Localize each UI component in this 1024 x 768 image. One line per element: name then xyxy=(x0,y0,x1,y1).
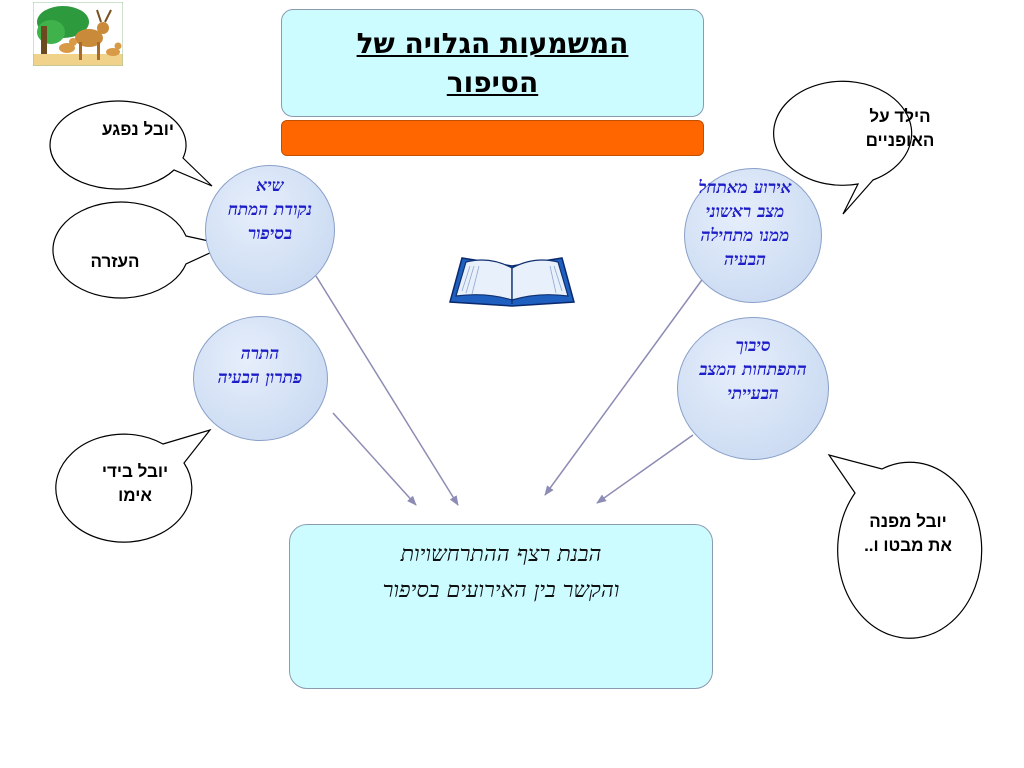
circle-climax-line2: נקודת המתח xyxy=(227,200,313,220)
circle-climax-line1: שיא xyxy=(256,176,284,196)
accent-bar xyxy=(281,120,704,156)
circle-resolution xyxy=(193,316,328,441)
circle-inciting-line2: מצב ראשוני xyxy=(705,202,785,222)
bubble-turns-gaze-line1: יובל מפנה xyxy=(869,512,947,531)
arrow-climax xyxy=(315,275,459,506)
arrow-resolution xyxy=(332,412,417,506)
arrow-complication xyxy=(596,434,694,504)
bubble-help-label: העזרה xyxy=(90,252,140,271)
circle-inciting xyxy=(684,168,822,303)
bubble-mother-arms-line1: יובל בידי xyxy=(101,462,169,481)
circle-complication-text: סיבוך התפתחות המצב הבעייתי xyxy=(670,334,836,406)
circle-climax-text: שיא נקודת המתח בסיפור xyxy=(200,174,340,246)
bubble-help-shape xyxy=(52,201,229,299)
bubble-turns-gaze-shape xyxy=(827,454,983,639)
summary-line1: הבנת רצף ההתרחשויות xyxy=(400,542,602,567)
bubble-boy-bike-line1: הילד על xyxy=(869,107,931,126)
deer-family-icon xyxy=(33,2,123,66)
summary-text: הבנת רצף ההתרחשויות והקשר בין האירועים ב… xyxy=(290,537,712,609)
circle-complication xyxy=(677,317,829,460)
arrow-inciting xyxy=(544,272,708,496)
circle-inciting-line3: ממנו מתחילה xyxy=(700,226,790,246)
circle-resolution-line2: פתרון הבעיה xyxy=(217,368,303,388)
page-title: המשמעות הגלויה של הסיפור xyxy=(357,24,629,102)
open-book-icon xyxy=(449,257,575,307)
summary-line2: והקשר בין האירועים בסיפור xyxy=(382,578,620,603)
bubble-mother-arms: יובל בידי אימו xyxy=(70,460,200,508)
bubble-help: העזרה xyxy=(50,250,180,274)
bubble-turns-gaze: יובל מפנה את מבטו ו.. xyxy=(838,510,978,558)
title-line-1: המשמעות הגלויה של xyxy=(356,26,629,60)
bubble-yuval-hurt-shape xyxy=(49,100,213,190)
circle-resolution-line1: התרה xyxy=(240,344,280,364)
bubble-mother-arms-line2: אימו xyxy=(118,486,152,505)
circle-climax xyxy=(205,165,335,295)
bubble-yuval-hurt-label: יובל נפגע xyxy=(102,120,174,139)
bubble-boy-bike-shape xyxy=(773,80,913,215)
circle-climax-line3: בסיפור xyxy=(247,224,293,244)
circle-inciting-text: אירוע מאתחל מצב ראשוני ממנו מתחילה הבעיה xyxy=(665,176,825,272)
title-line-2: הסיפור xyxy=(446,66,539,99)
bubble-mother-arms-shape xyxy=(55,428,212,543)
title-box: המשמעות הגלויה של הסיפור xyxy=(281,9,704,117)
circle-complication-line3: הבעייתי xyxy=(727,384,779,404)
circle-complication-line2: התפתחות המצב xyxy=(699,360,807,380)
circle-complication-line1: סיבוך xyxy=(735,336,771,356)
bubble-yuval-hurt: יובל נפגע xyxy=(73,118,203,142)
circle-inciting-line4: הבעיה xyxy=(724,250,766,270)
bubble-boy-bike: הילד על האופניים xyxy=(835,105,965,153)
bubble-boy-bike-line2: האופניים xyxy=(865,131,935,150)
bubble-turns-gaze-line2: את מבטו ו.. xyxy=(864,536,952,555)
circle-resolution-text: התרה פתרון הבעיה xyxy=(190,342,330,390)
summary-box: הבנת רצף ההתרחשויות והקשר בין האירועים ב… xyxy=(289,524,713,689)
circle-inciting-line1: אירוע מאתחל xyxy=(698,178,792,198)
